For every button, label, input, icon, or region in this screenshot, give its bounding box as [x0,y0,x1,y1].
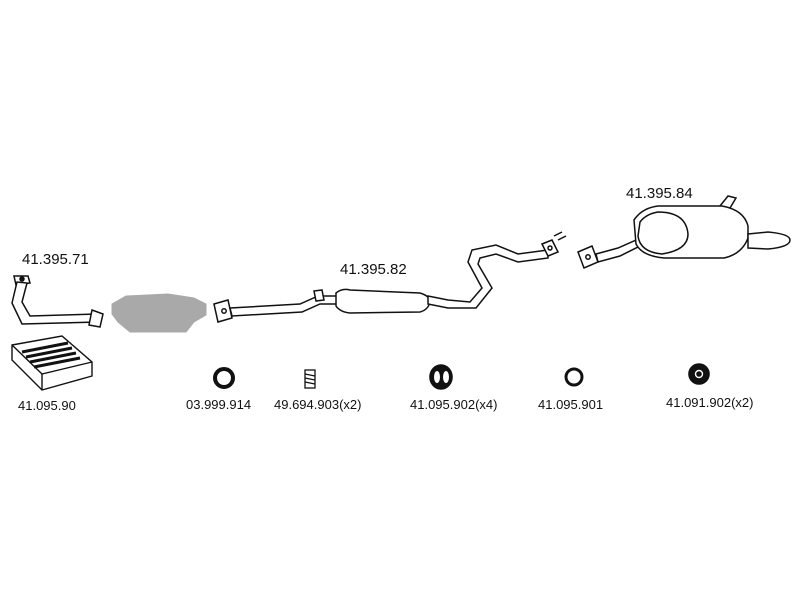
middle-silencer[interactable] [213,231,567,323]
mounting-kit-label: 41.095.90 [18,398,76,413]
spring-icon [304,369,316,389]
front-pipe-label: 41.395.71 [22,251,89,268]
seal-ring-icon [564,367,584,387]
seal-ring-label: 41.095.901 [538,397,604,412]
gasket-ring-icon [213,367,235,389]
rear-silencer-label: 41.395.84 [626,185,693,202]
middle-silencer-label: 41.395.82 [340,261,407,278]
rubber-hanger-label: 41.091.902(x2) [666,395,754,410]
rubber-hanger-icon [688,363,710,385]
catalytic-converter-placeholder-icon [111,293,207,333]
rubber-mount-label: 41.095.902(x4) [410,397,498,412]
rear-silencer[interactable] [577,195,791,269]
front-pipe[interactable] [11,275,104,328]
rubber-mount-icon [429,364,453,390]
mounting-kit-box-icon [11,335,93,391]
spring-label: 49.694.903(x2) [274,397,362,412]
gasket-ring-label: 03.999.914 [186,397,252,412]
